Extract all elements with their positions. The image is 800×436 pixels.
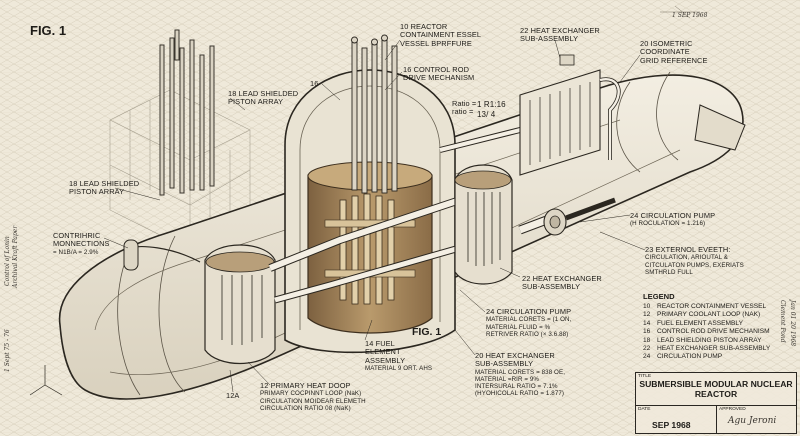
title-block-divider [716, 405, 717, 433]
label-12a: 12a [226, 391, 240, 400]
leader-lines [103, 39, 646, 393]
circulation-pump [518, 197, 616, 236]
label-circulation-pump-center: 24 CIRCULATION PUMP MATERIAL CORETS = (1… [486, 307, 572, 338]
title-block: TITLE SUBMERSIBLE MODULAR NUCLEAR REACTO… [635, 372, 797, 434]
margin-sketch [660, 5, 700, 19]
axis-triad [29, 365, 63, 396]
figure-center-title: FIG. 1 [412, 326, 442, 338]
label-ratio: Ratio =ratio = [452, 99, 477, 117]
handwritten-note-right-1: Clement Pond [779, 300, 786, 343]
title-caption: TITLE [638, 374, 652, 379]
legend-title: LEGEND [643, 292, 675, 301]
drawing-title: SUBMERSIBLE MODULAR NUCLEAR REACTOR [639, 379, 793, 399]
primary-coolant-loop [268, 126, 562, 304]
left-heat-exchanger [123, 239, 276, 365]
label-primary-heat-loop: 12 PRIMARY HEAT DOOP PRIMARY COCPINNT LO… [260, 381, 366, 412]
upper-heat-exchanger [519, 54, 621, 176]
fuel-element-assembly [307, 161, 433, 334]
right-heat-exchanger [454, 164, 513, 285]
handwritten-note-left-3: 1 Sept 75 - 76 [4, 329, 11, 372]
handwritten-note-left-1: Control of Lonin [4, 236, 11, 286]
control-rod-drive-mechanism [351, 34, 398, 194]
drawing-date: SEP 1968 [652, 420, 691, 430]
approval-signature: Agu Jeroni [728, 416, 777, 426]
label-16: 16 [310, 79, 319, 88]
handwritten-note-left-2: Archival Kraft Paper [12, 225, 19, 288]
date-caption: DATE [638, 407, 651, 412]
handwritten-note-right-2: Jan 01 20 1968 [789, 300, 796, 347]
approved-caption: APPROVED [719, 407, 746, 412]
lead-shielded-piston-array [159, 29, 215, 196]
figure-title: FIG. 1 [30, 23, 67, 38]
label-circulation-pump-right: 24 CIRCULATION PUMP (H ROCULATION = 1.21… [630, 211, 716, 228]
label-external-eveeth: 23 EXTERNOL EVEETH: CIRCULATION, ARIOUTA… [645, 245, 744, 276]
handwritten-date-top: 1 SEP 1968 [672, 12, 708, 19]
